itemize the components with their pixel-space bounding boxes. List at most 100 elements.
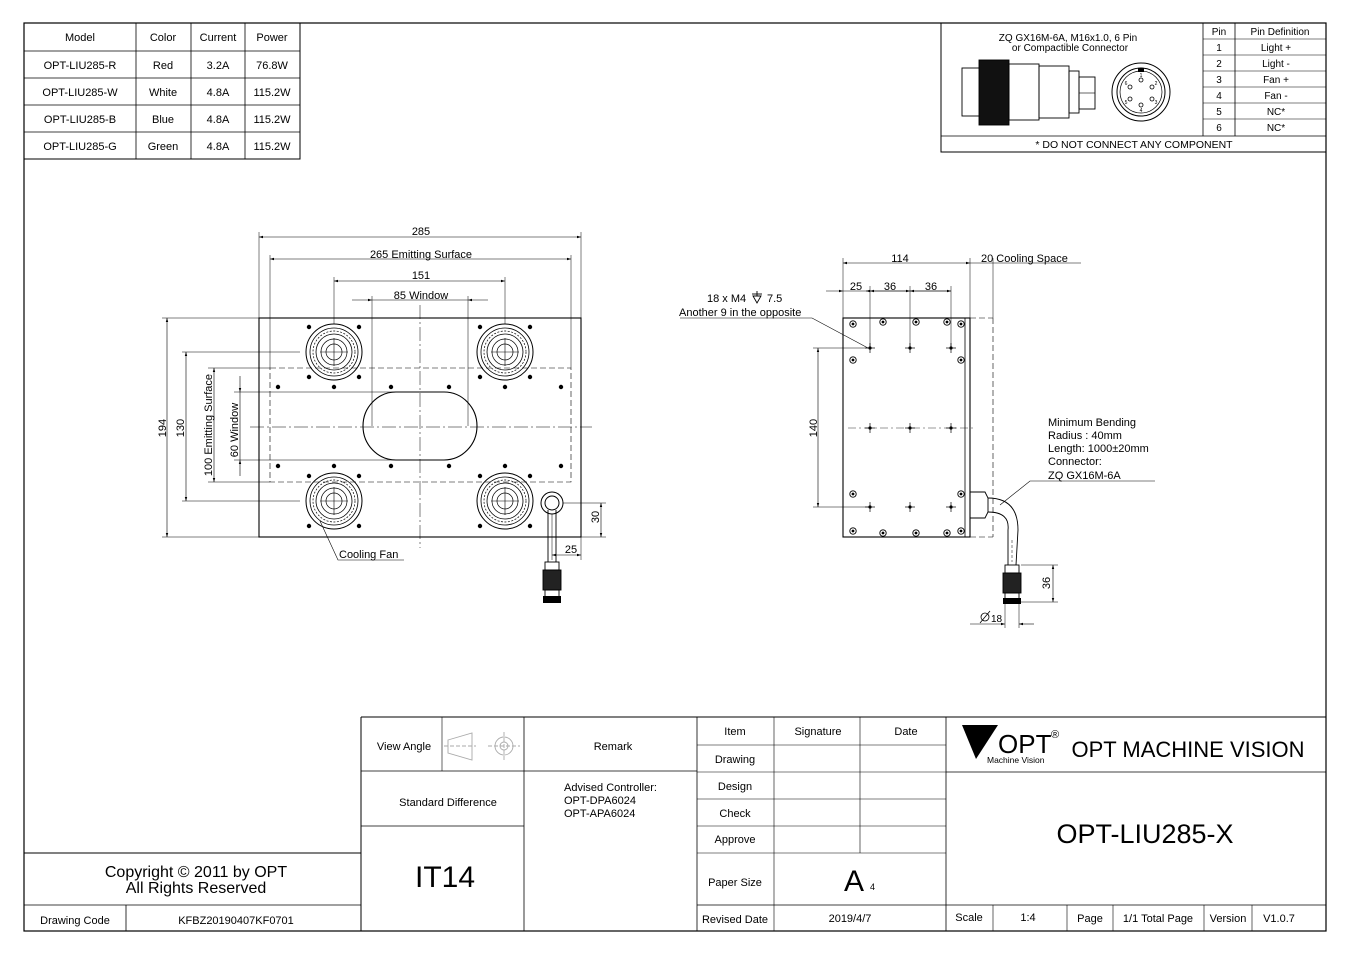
pin-number: 6 — [1216, 123, 1222, 134]
models-header-color: Color — [150, 32, 177, 44]
models-cell: Green — [148, 141, 179, 153]
cable-note-line3: Length: 1000±20mm — [1048, 443, 1149, 455]
dim-25-side-label: 25 — [850, 281, 862, 293]
models-cell: Blue — [152, 114, 174, 126]
dim-140-label: 140 — [808, 419, 820, 437]
pin-number: 5 — [1216, 107, 1222, 118]
dim-36-cable-label: 36 — [1041, 577, 1053, 589]
dim-285-label: 285 — [412, 226, 430, 238]
dim-194-label: 194 — [157, 419, 169, 437]
revised-date-label: Revised Date — [702, 914, 768, 926]
connector-box: ZQ GX16M-6A, M16x1.0, 6 Pin or Compactib… — [940, 22, 1327, 153]
pin-number: 4 — [1216, 91, 1222, 102]
dim-30-label: 30 — [590, 511, 602, 523]
pin-definition: NC* — [1267, 123, 1285, 134]
connector-pin-label: 5 — [1125, 100, 1128, 106]
pin-number: 1 — [1216, 43, 1222, 54]
models-table: Model Color Current Power OPT-LIU285-R R… — [23, 22, 301, 160]
models-cell: 4.8A — [207, 114, 230, 126]
pin-definition: Light - — [1262, 59, 1290, 70]
company-name: OPT MACHINE VISION — [1071, 737, 1304, 762]
cable-note-line4: Connector: — [1048, 456, 1102, 468]
dim-130-label: 130 — [175, 419, 187, 437]
title-block: View Angle Remark Standard Difference Ad… — [24, 716, 1326, 931]
diameter-icon — [979, 610, 991, 624]
page-label: Page — [1077, 913, 1103, 925]
models-cell: 4.8A — [207, 87, 230, 99]
models-cell: OPT-LIU285-R — [44, 60, 117, 72]
version-value: V1.0.7 — [1263, 913, 1295, 925]
pin-header: Pin — [1212, 27, 1226, 38]
side-body-outline — [842, 317, 971, 538]
models-cell: 4.8A — [207, 141, 230, 153]
connector-pin-label: 3 — [1155, 100, 1158, 106]
date-header: Date — [894, 726, 917, 738]
version-label: Version — [1210, 913, 1247, 925]
paper-size-value: A — [844, 865, 864, 898]
advised-controller-line3: OPT-APA6024 — [564, 808, 635, 820]
logo-subtext: Machine Vision — [987, 755, 1045, 765]
models-cell: 115.2W — [253, 87, 291, 99]
models-cell: 115.2W — [253, 141, 291, 153]
pin-definition: NC* — [1267, 107, 1285, 118]
connector-pin-label: 6 — [1125, 81, 1128, 87]
cooling-fan-icon — [305, 323, 363, 381]
models-header-power: Power — [256, 32, 288, 44]
dim-60-label: 60 Window — [229, 403, 241, 457]
holes-callout-line2: Another 9 in the opposite — [679, 307, 801, 319]
pin-number: 3 — [1216, 75, 1222, 86]
item-header: Item — [724, 726, 745, 738]
holes-leader — [680, 317, 869, 349]
dim-151-label: 151 — [412, 270, 430, 282]
connector-face-drawing: 1 2 3 4 5 6 — [1111, 62, 1171, 122]
pin-definition: Fan - — [1264, 91, 1287, 102]
models-cell: 3.2A — [207, 60, 230, 72]
cooling-fan-leader — [319, 520, 404, 561]
holes-callout-line1: 18 x M4 — [707, 293, 746, 305]
design-row-label: Design — [718, 781, 752, 793]
drawing-code-label: Drawing Code — [40, 915, 110, 927]
dim-36-side-label: 36 — [925, 281, 937, 293]
cooling-fan-label: Cooling Fan — [339, 549, 398, 561]
connector-pin-label: 2 — [1155, 81, 1158, 87]
front-view: 285 265 Emitting Surface 151 85 Window 1… — [157, 226, 606, 603]
copyright-line1: Copyright © 2011 by OPT — [105, 864, 287, 881]
connector-note: * DO NOT CONNECT ANY COMPONENT — [1035, 139, 1233, 151]
dim-20-label: 20 Cooling Space — [981, 253, 1068, 265]
connector-pin-label: 1 — [1140, 73, 1143, 79]
standard-difference-label: Standard Difference — [399, 797, 497, 809]
holes-callout-depth: 7.5 — [767, 293, 782, 305]
paper-size-label: Paper Size — [708, 877, 762, 889]
scale-value: 1:4 — [1020, 912, 1035, 924]
cable-leader — [999, 480, 1155, 506]
pin-definition: Light + — [1261, 43, 1291, 54]
connector-side-drawing — [961, 59, 1096, 126]
view-angle-label: View Angle — [377, 741, 431, 753]
drawing-code-value: KFBZ20190407KF0701 — [178, 915, 294, 927]
dim-114-label: 114 — [891, 253, 909, 265]
models-cell: OPT-LIU285-G — [43, 141, 116, 153]
models-cell: OPT-LIU285-W — [42, 87, 118, 99]
logo-registered-mark: ® — [1051, 729, 1059, 741]
dim-265-label: 265 Emitting Surface — [370, 249, 472, 261]
signature-header: Signature — [794, 726, 841, 738]
dim-25-label: 25 — [565, 544, 577, 556]
depth-icon — [752, 291, 762, 304]
advised-controller-line2: OPT-DPA6024 — [564, 795, 636, 807]
paper-size-subscript: 4 — [870, 882, 875, 892]
window-slot — [362, 391, 478, 461]
models-header-model: Model — [65, 32, 95, 44]
projection-symbol-icon — [444, 732, 520, 761]
advised-controller-line1: Advised Controller: — [564, 782, 657, 794]
models-cell: White — [149, 87, 177, 99]
side-view: 114 20 Cooling Space 25 36 36 18 x M4 7.… — [679, 253, 1155, 628]
scale-label: Scale — [955, 912, 983, 924]
part-number: OPT-LIU285-X — [1056, 819, 1233, 849]
approve-row-label: Approve — [715, 834, 756, 846]
cooling-fan-icon — [305, 472, 363, 530]
dim-85-label: 85 Window — [394, 290, 448, 302]
cable-note-line5: ZQ GX16M-6A — [1048, 470, 1121, 482]
pin-definition: Fan + — [1263, 75, 1289, 86]
dim-18-label: 18 — [991, 614, 1003, 625]
cable-note-line1: Minimum Bending — [1048, 417, 1136, 429]
